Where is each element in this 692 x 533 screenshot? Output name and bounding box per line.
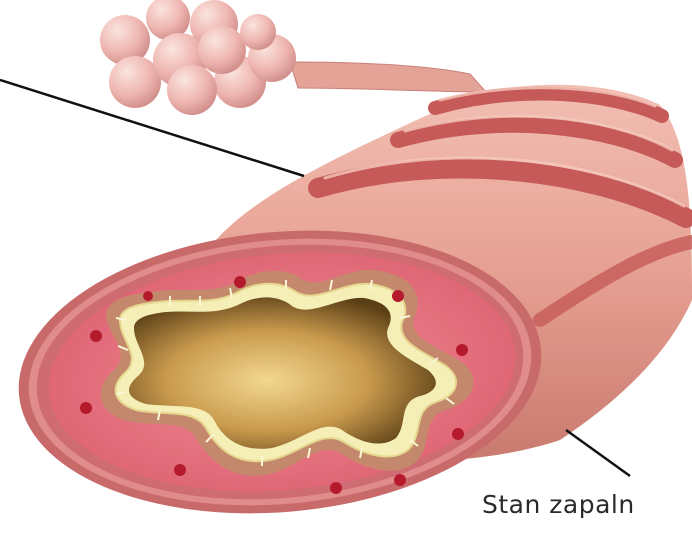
bronchiole-stem (290, 62, 486, 92)
leader-line-lower (566, 430, 630, 476)
alveoli-cluster (100, 0, 296, 115)
inflammation-label: Stan zapaln (482, 490, 635, 519)
